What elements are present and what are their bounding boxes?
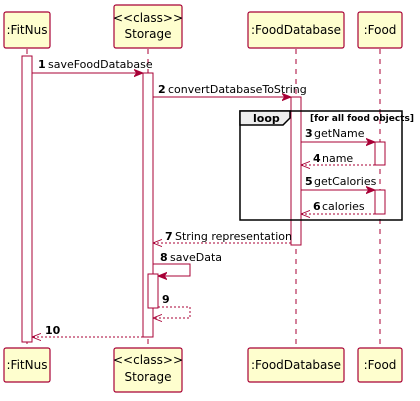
- message-2-label: convertDatabaseToString: [168, 83, 307, 96]
- participant-food-bottom-label: :Food: [364, 358, 397, 372]
- participant-fitnus-bottom: :FitNus: [3, 347, 51, 383]
- participant-storage-bottom-label: Storage: [125, 370, 172, 384]
- message-4-number: 4: [313, 152, 321, 165]
- participant-storage-bottom-stereotype: <<class>>: [113, 353, 183, 367]
- message-5: 5 getCalories: [301, 175, 377, 190]
- participant-food-label: :Food: [364, 23, 397, 37]
- message-1-number: 1: [38, 58, 46, 71]
- participant-food-bottom: :Food: [357, 347, 403, 383]
- activation-storage-nested: [147, 273, 159, 309]
- message-6-label: calories: [322, 200, 365, 213]
- activation-fooddatabase: [290, 96, 302, 246]
- message-7-number: 7: [165, 230, 173, 243]
- activation-storage: [142, 72, 154, 338]
- message-4: 4 name: [301, 152, 375, 165]
- participant-storage-stereotype: <<class>>: [113, 11, 183, 25]
- loop-keyword: loop: [253, 112, 280, 125]
- participant-food-top: :Food: [357, 11, 403, 49]
- message-9: 9: [153, 293, 191, 318]
- message-5-label: getCalories: [314, 175, 377, 188]
- loop-frame: loop [for all food objects]: [239, 110, 414, 221]
- activation-food-name: [374, 141, 386, 166]
- message-3-number: 3: [305, 127, 313, 140]
- participant-fooddatabase-bottom-label: :FoodDatabase: [251, 358, 341, 372]
- message-8-label: saveData: [170, 251, 222, 264]
- message-6: 6 calories: [301, 200, 375, 214]
- message-9-number: 9: [162, 293, 170, 306]
- message-2-number: 2: [158, 83, 166, 96]
- message-1: 1 saveFoodDatabase: [32, 58, 153, 73]
- message-7-label: String representation: [175, 230, 292, 243]
- participant-fitnus-bottom-label: :FitNus: [7, 358, 48, 372]
- participant-fooddatabase-top: :FoodDatabase: [247, 11, 345, 49]
- message-6-number: 6: [313, 200, 321, 213]
- participant-fooddatabase-bottom: :FoodDatabase: [247, 347, 345, 383]
- message-10-number: 10: [45, 324, 61, 337]
- message-2: 2 convertDatabaseToString: [153, 83, 307, 97]
- message-8-number: 8: [160, 251, 168, 264]
- activation-fitnus: [21, 55, 33, 343]
- message-4-label: name: [322, 152, 353, 165]
- message-3: 3 getName: [301, 127, 375, 142]
- message-7: 7 String representation: [153, 230, 292, 243]
- participant-storage-bottom: <<class>> Storage: [113, 347, 183, 393]
- participant-fitnus-top: :FitNus: [3, 11, 51, 49]
- message-5-number: 5: [305, 175, 313, 188]
- message-3-label: getName: [314, 127, 365, 140]
- participant-storage-label: Storage: [125, 27, 172, 41]
- participant-storage-top: <<class>> Storage: [113, 4, 183, 49]
- participant-fitnus-label: :FitNus: [7, 23, 48, 37]
- message-8: 8 saveData: [153, 251, 222, 276]
- activation-food-calories: [374, 189, 386, 215]
- message-1-label: saveFoodDatabase: [48, 58, 153, 71]
- loop-guard: [for all food objects]: [310, 114, 414, 124]
- participant-fooddatabase-label: :FoodDatabase: [251, 23, 341, 37]
- message-10: 10: [32, 324, 143, 337]
